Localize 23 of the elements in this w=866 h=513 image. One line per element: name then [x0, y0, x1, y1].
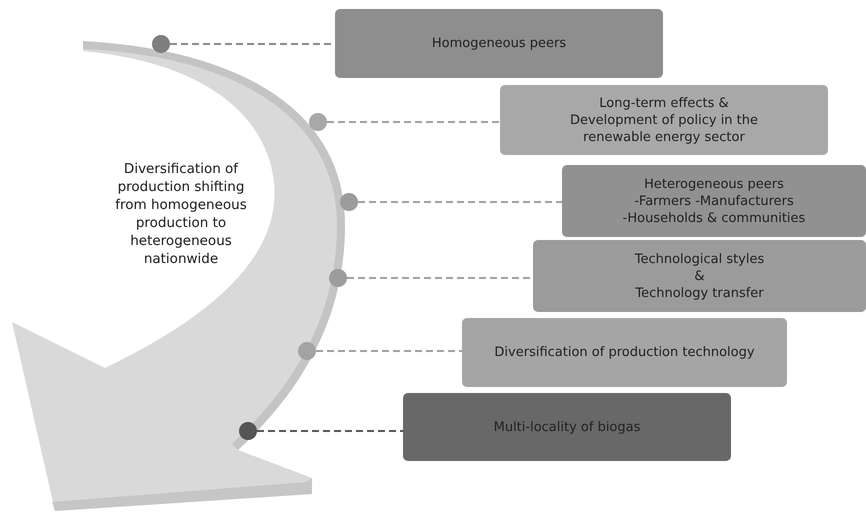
dashed-connector — [358, 201, 562, 203]
box-text: Heterogeneous peers — [644, 176, 784, 192]
text-box — [500, 85, 828, 155]
box-text: -Farmers -Manufacturers — [634, 192, 794, 210]
dashed-connector — [316, 350, 462, 352]
dashed-connector — [257, 430, 403, 432]
text-box — [562, 165, 866, 237]
box-text: -Households & communities — [622, 210, 806, 226]
box-text: Technology transfer — [635, 284, 764, 302]
box-text: Technological styles — [634, 250, 764, 268]
text-box — [403, 393, 731, 461]
text-box — [533, 240, 866, 312]
text-box — [462, 318, 787, 387]
box-text: Homogeneous peers — [432, 35, 566, 52]
box-text: Long-term effects & — [599, 94, 729, 112]
box-text: Diversification of production technology — [494, 344, 755, 361]
dashed-connector — [327, 121, 500, 123]
box-text: Development of policy in the renewable energy sector — [568, 112, 760, 146]
text-box — [335, 9, 663, 78]
box-text: & — [694, 268, 705, 284]
box-text: Multi-locality of biogas — [494, 418, 640, 436]
arrow-text: Diversification of production shifting from homogeneous production to heterogeneous nationwide — [114, 160, 248, 268]
dashed-connector — [347, 277, 533, 279]
